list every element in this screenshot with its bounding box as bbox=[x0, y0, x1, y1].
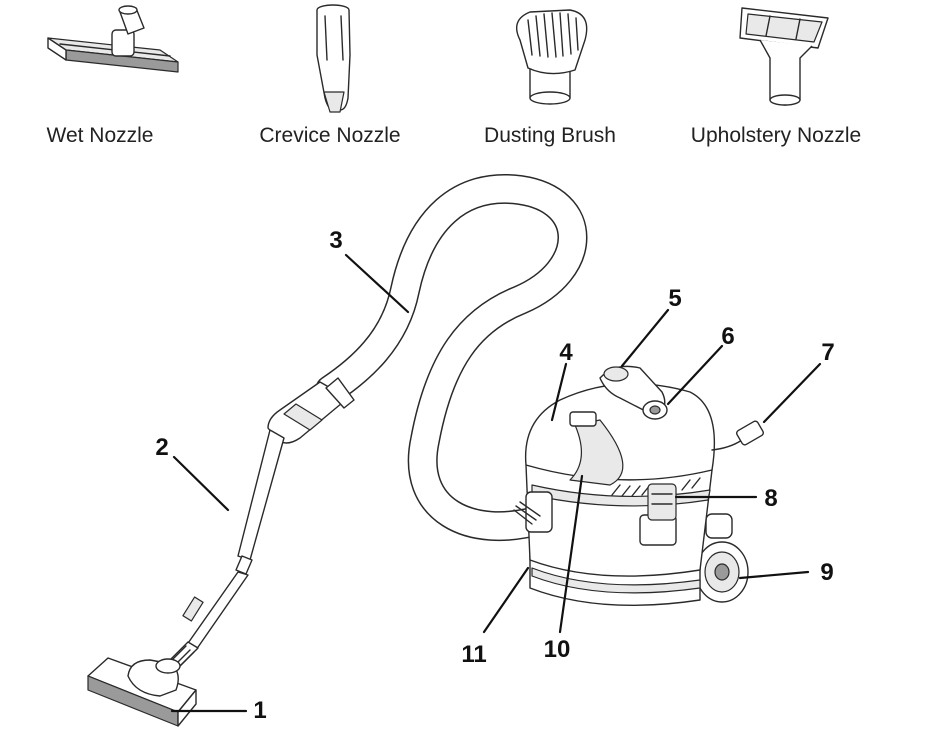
crevice-nozzle-label: Crevice Nozzle bbox=[259, 124, 400, 147]
callout-7: 7 bbox=[821, 339, 834, 366]
dusting-brush-illustration bbox=[516, 9, 588, 105]
wet-nozzle-illustration bbox=[47, 5, 179, 73]
callout-10: 10 bbox=[544, 636, 571, 663]
callout-2: 2 bbox=[155, 434, 168, 461]
callout-8: 8 bbox=[764, 485, 777, 512]
crevice-nozzle-illustration bbox=[316, 4, 351, 113]
callout-11: 11 bbox=[461, 641, 486, 668]
hose-handle bbox=[267, 377, 355, 444]
vacuum-hose bbox=[315, 173, 588, 542]
telescopic-wand bbox=[167, 429, 285, 669]
callout-3: 3 bbox=[329, 227, 342, 254]
vacuum-body bbox=[513, 365, 764, 607]
callout-1: 1 bbox=[253, 697, 266, 724]
leader-lines bbox=[170, 253, 822, 713]
dusting-brush-label: Dusting Brush bbox=[484, 124, 616, 147]
upholstery-nozzle-label: Upholstery Nozzle bbox=[691, 124, 861, 147]
callout-6: 6 bbox=[721, 323, 734, 350]
wet-nozzle-label: Wet Nozzle bbox=[47, 124, 154, 147]
callout-9: 9 bbox=[820, 559, 833, 586]
upholstery-nozzle-illustration bbox=[739, 7, 829, 106]
floor-nozzle bbox=[87, 657, 197, 727]
callout-4: 4 bbox=[559, 339, 573, 366]
callout-5: 5 bbox=[668, 285, 681, 312]
